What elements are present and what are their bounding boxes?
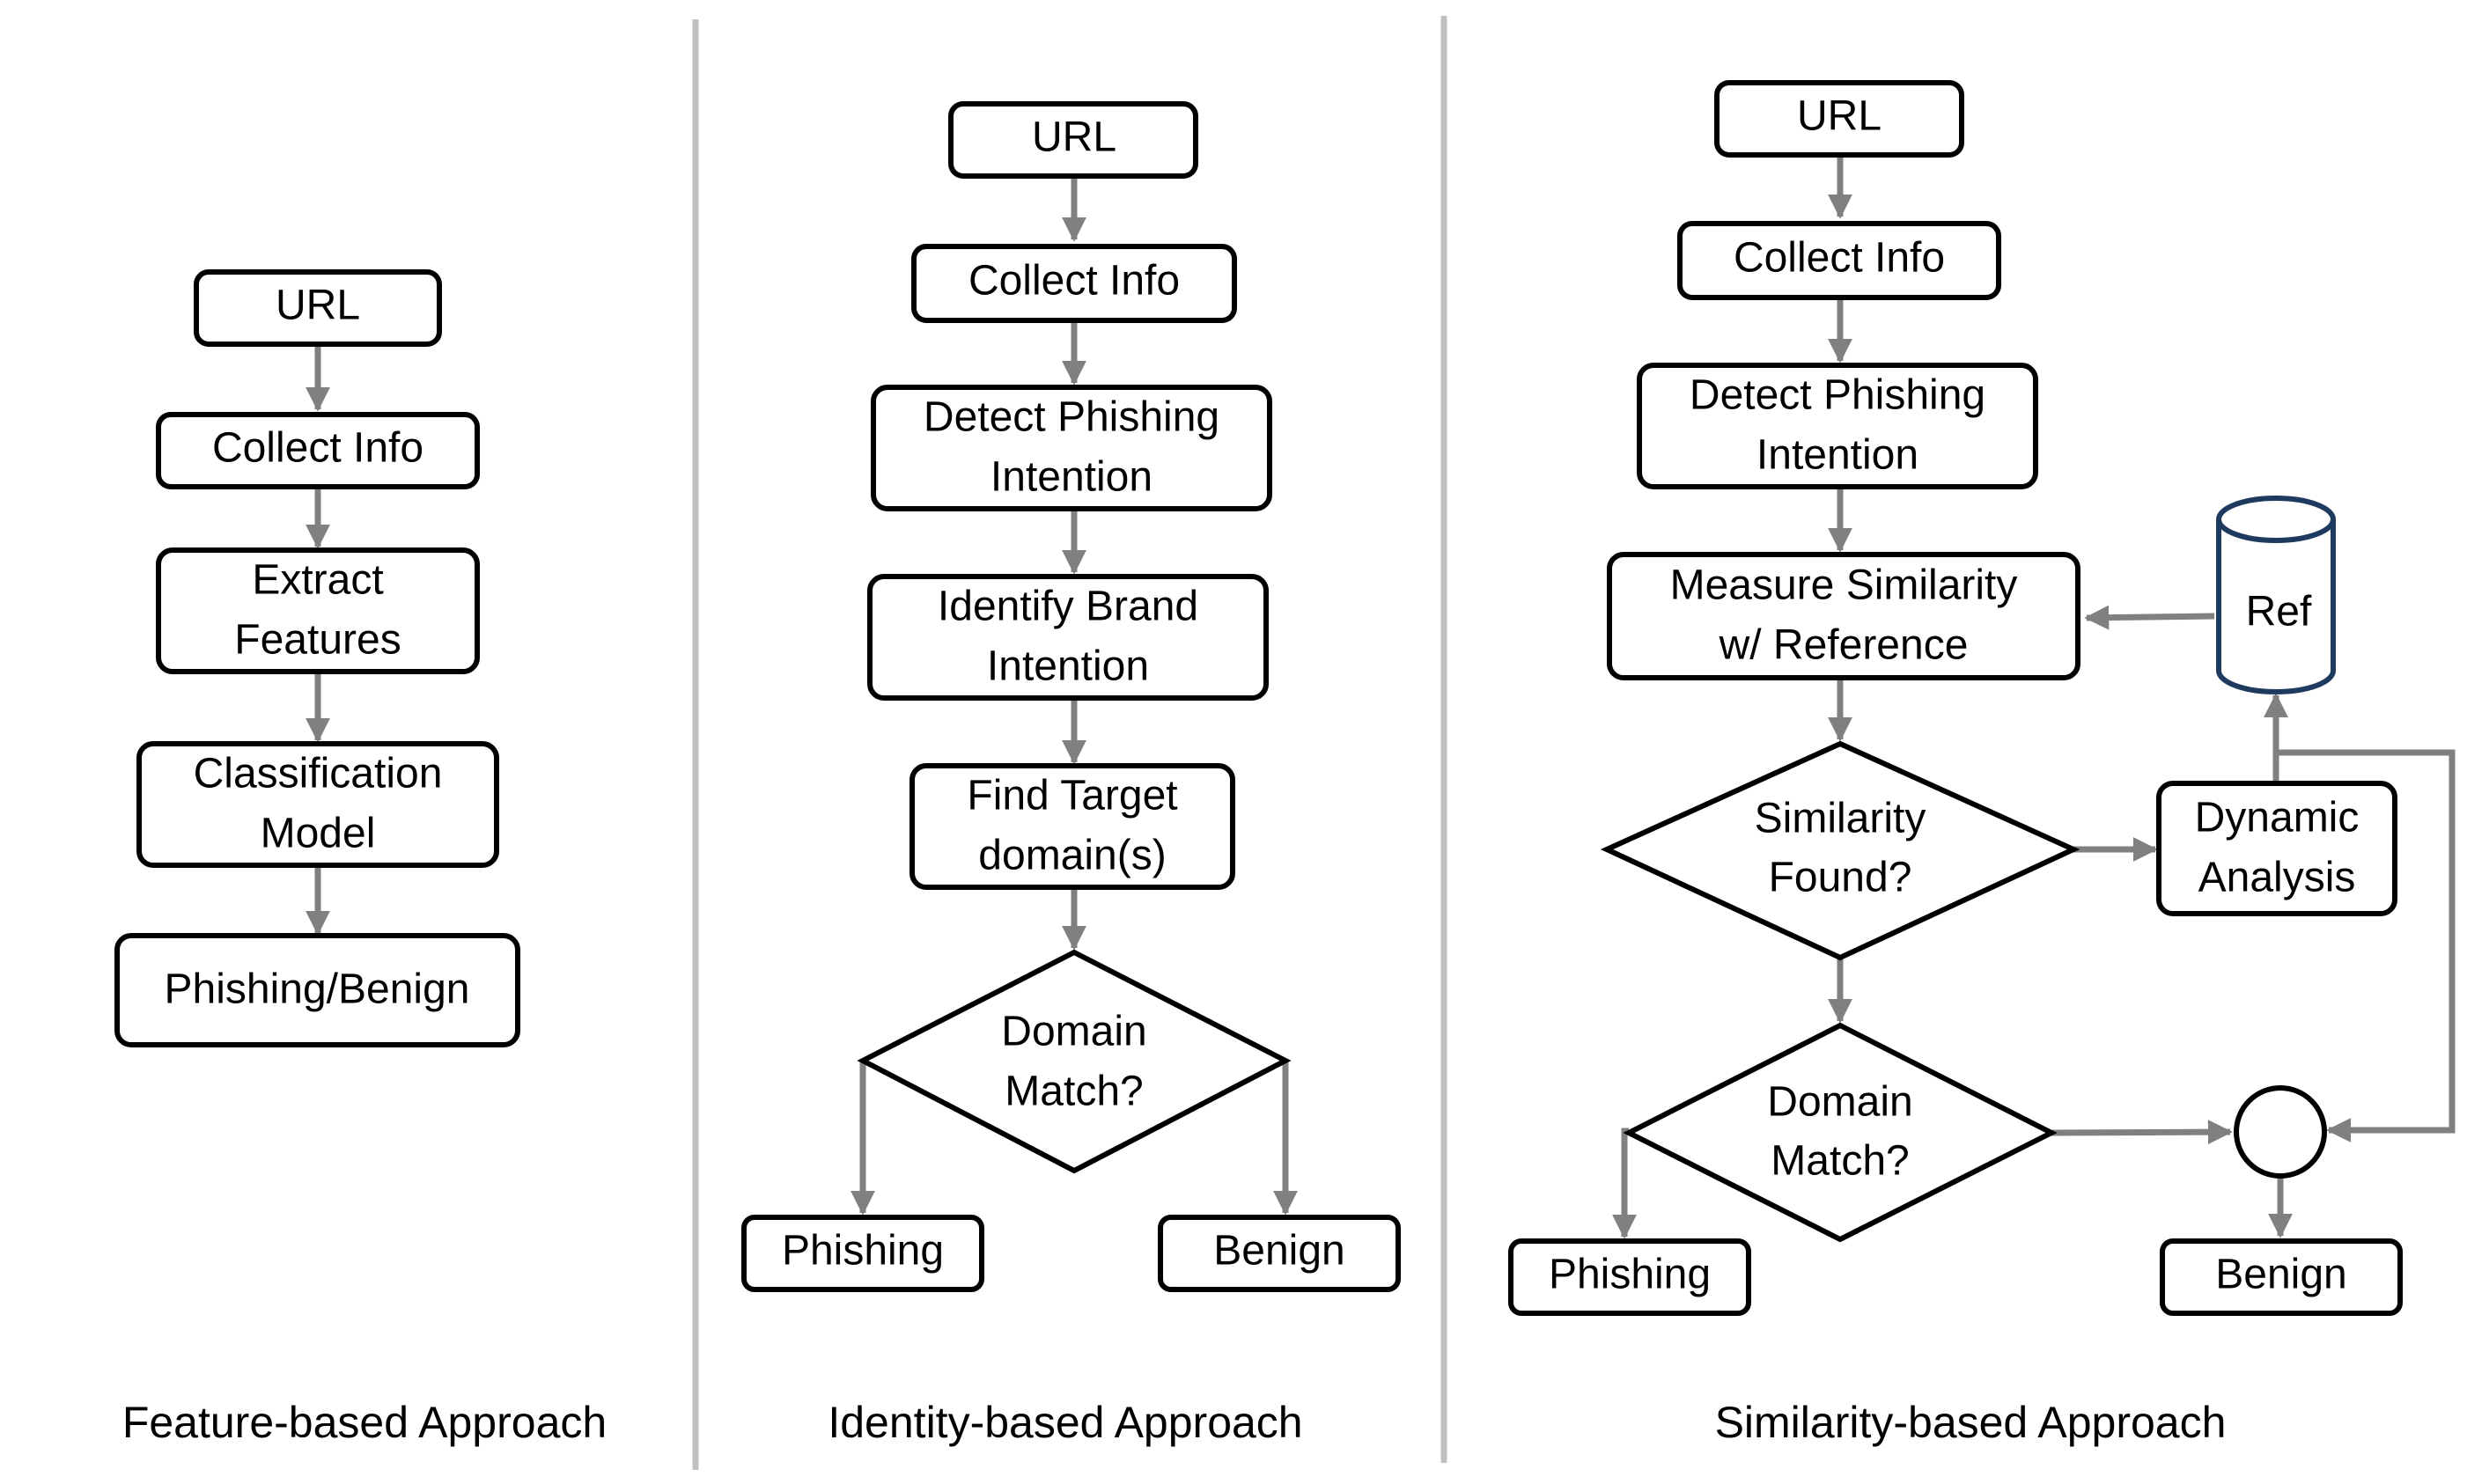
- decision-domain-match-line2: Match?: [1771, 1138, 1909, 1185]
- node-collect-info: Collect Info: [1677, 221, 2001, 300]
- node-benign: Benign: [1158, 1215, 1401, 1292]
- node-dynamic-analysis-line1: Dynamic: [2195, 795, 2360, 841]
- node-find-target-line2: domain(s): [978, 833, 1166, 879]
- node-identify-brand-line1: Identify Brand: [938, 584, 1198, 630]
- node-url: URL: [1714, 80, 1964, 158]
- caption-similarity-based: Similarity-based Approach: [1715, 1398, 2227, 1447]
- node-phishing-benign-label: Phishing/Benign: [165, 966, 470, 1013]
- node-phishing-label: Phishing: [782, 1228, 944, 1275]
- node-url-label: URL: [1797, 93, 1882, 140]
- node-collect-info: Collect Info: [156, 412, 480, 489]
- database-ref-label: Ref: [2246, 589, 2312, 635]
- node-dynamic-analysis: Dynamic Analysis: [2156, 781, 2397, 916]
- node-phishing: Phishing: [741, 1215, 984, 1292]
- node-detect-phishing-intention: Detect Phishing Intention: [1637, 363, 2038, 489]
- node-collect-info-label: Collect Info: [968, 258, 1180, 305]
- junction-circle: [2234, 1085, 2327, 1179]
- node-extract-features-line2: Features: [234, 617, 401, 664]
- node-benign: Benign: [2160, 1238, 2403, 1316]
- node-url: URL: [194, 269, 442, 347]
- edge-s-ref-measure: [2084, 605, 2215, 630]
- decision-domain-match-line1: Domain: [1767, 1079, 1912, 1126]
- node-classification-model-line1: Classification: [194, 751, 443, 797]
- edge-s-feedback-junction: [2276, 749, 2456, 1142]
- node-classification-model-line2: Model: [261, 811, 376, 857]
- node-detect-phishing-intention: Detect Phishing Intention: [871, 385, 1272, 511]
- node-identify-brand-intention: Identify Brand Intention: [867, 574, 1269, 701]
- decision-similarity-found-line1: Similarity: [1755, 796, 1926, 842]
- node-url-label: URL: [276, 283, 360, 329]
- node-phishing: Phishing: [1508, 1238, 1751, 1316]
- database-ref: Ref: [2216, 496, 2336, 694]
- decision-domain-match: Domain Match?: [857, 949, 1292, 1174]
- node-url-label: URL: [1032, 114, 1116, 161]
- node-collect-info-label: Collect Info: [1734, 235, 1945, 282]
- node-detect-phishing-line2: Intention: [990, 454, 1152, 501]
- edge-s-domain-junction: [2051, 1120, 2233, 1145]
- node-detect-phishing-line2: Intention: [1756, 432, 1918, 479]
- decision-domain-match-line1: Domain: [1001, 1009, 1146, 1055]
- node-find-target-line1: Find Target: [967, 773, 1177, 819]
- node-url: URL: [948, 101, 1198, 179]
- decision-similarity-found-line2: Found?: [1769, 855, 1912, 901]
- decision-domain-match: Domain Match?: [1623, 1022, 2058, 1243]
- node-phishing-benign: Phishing/Benign: [114, 933, 520, 1047]
- node-collect-info: Collect Info: [911, 244, 1237, 323]
- node-find-target-domains: Find Target domain(s): [909, 763, 1235, 890]
- node-extract-features-line1: Extract: [252, 557, 383, 604]
- node-measure-similarity-line2: w/ Reference: [1719, 622, 1969, 669]
- node-benign-label: Benign: [2215, 1252, 2346, 1298]
- node-collect-info-label: Collect Info: [212, 425, 423, 472]
- edge-s-domain-phishing: [1612, 1128, 1637, 1239]
- node-measure-similarity: Measure Similarity w/ Reference: [1607, 552, 2080, 680]
- node-extract-features: Extract Features: [156, 547, 480, 674]
- panel-identity-based: URL Collect Info Detect Phishing Intenti…: [741, 101, 1401, 1447]
- node-classification-model: Classification Model: [136, 741, 499, 868]
- node-identify-brand-line2: Intention: [987, 643, 1149, 690]
- node-benign-label: Benign: [1213, 1228, 1344, 1275]
- node-detect-phishing-line1: Detect Phishing: [1690, 372, 1985, 419]
- node-measure-similarity-line1: Measure Similarity: [1670, 562, 2018, 609]
- decision-domain-match-line2: Match?: [1005, 1069, 1143, 1115]
- node-dynamic-analysis-line2: Analysis: [2198, 855, 2356, 901]
- panel-similarity-based: URL Collect Info Detect Phishing Intenti…: [1508, 80, 2456, 1447]
- caption-identity-based: Identity-based Approach: [828, 1398, 1302, 1447]
- caption-feature-based: Feature-based Approach: [122, 1398, 607, 1447]
- node-phishing-label: Phishing: [1549, 1252, 1711, 1298]
- node-detect-phishing-line1: Detect Phishing: [924, 394, 1219, 441]
- decision-similarity-found: Similarity Found?: [1600, 740, 2080, 961]
- panel-feature-based: URL Collect Info Extract Features Classi…: [114, 269, 607, 1447]
